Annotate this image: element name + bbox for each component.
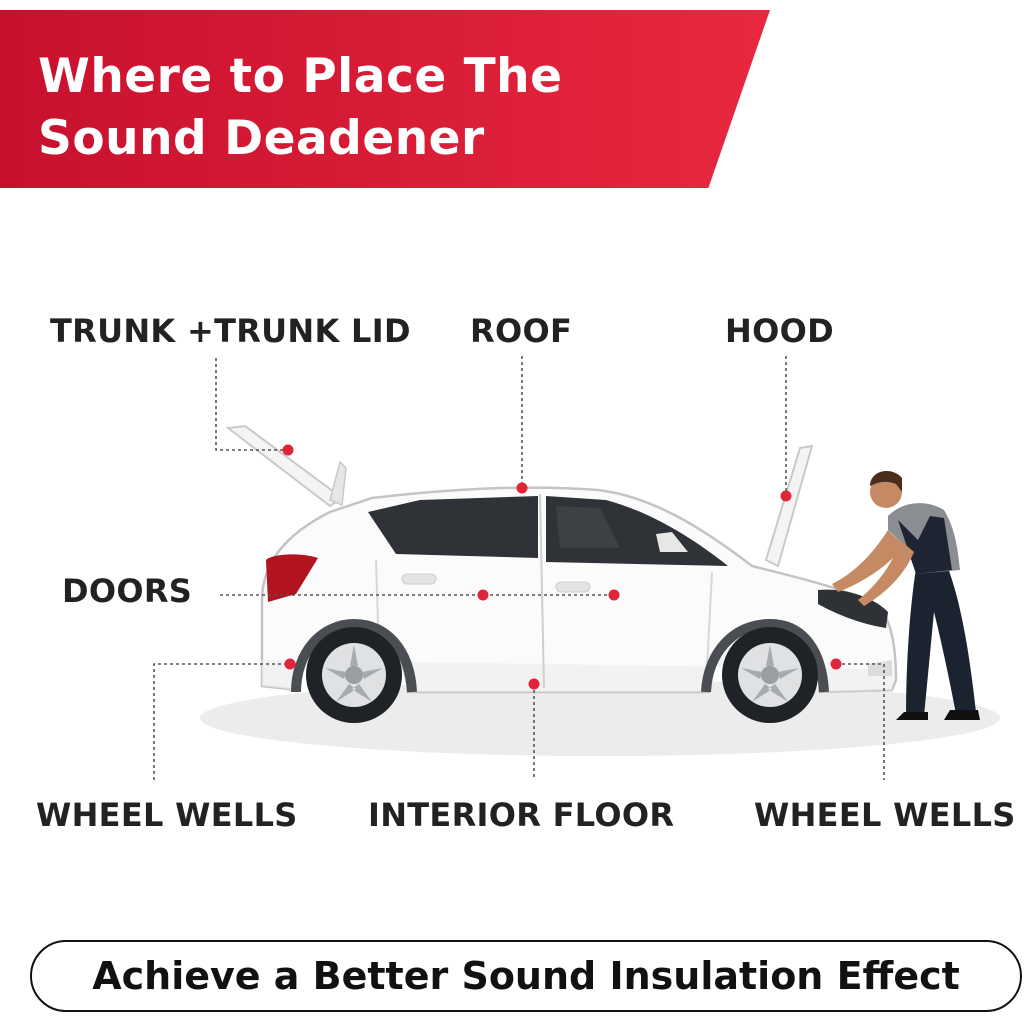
label-wheel-wells-front: WHEEL WELLS (754, 796, 1016, 834)
title-line-1: Where to Place The (38, 49, 563, 104)
leader-lines (153, 356, 885, 780)
window-glare (556, 506, 620, 548)
tail-light (266, 554, 318, 602)
marker-roof (516, 482, 528, 494)
label-hood: HOOD (725, 312, 834, 350)
header-banner (0, 10, 770, 188)
leader-trunk (215, 358, 288, 451)
label-wheel-wells-rear: WHEEL WELLS (36, 796, 298, 834)
front-wheel (722, 627, 818, 723)
title-line-2: Sound Deadener (38, 111, 485, 166)
front-door-handle (555, 581, 591, 593)
front-wheel-arch (701, 618, 829, 693)
marker-trunk (282, 444, 294, 456)
marker-front-door (608, 589, 620, 601)
marker-rear-door (477, 589, 489, 601)
headlight (818, 589, 888, 628)
trunk-strut (329, 460, 347, 507)
rear-wheel-arch (291, 618, 417, 693)
rear-window (368, 496, 538, 558)
marker-hood (780, 490, 792, 502)
tagline-pill: Achieve a Better Sound Insulation Effect (30, 940, 1022, 1012)
marker-wheel-well-front (830, 658, 842, 670)
trunk-lid (225, 424, 344, 508)
marker-interior-floor (528, 678, 540, 690)
rear-door-handle (401, 573, 437, 585)
side-mirror (656, 532, 688, 552)
label-trunk: TRUNK +TRUNK LID (50, 312, 411, 350)
label-doors: DOORS (62, 572, 193, 610)
label-roof: ROOF (470, 312, 573, 350)
rear-wheel (306, 627, 402, 723)
page-title: Where to Place The Sound Deadener (38, 46, 563, 170)
tagline-text: Achieve a Better Sound Insulation Effect (92, 954, 960, 998)
leader-wheel-wells-front (836, 663, 885, 780)
label-interior-floor: INTERIOR FLOOR (368, 796, 675, 834)
marker-dots (282, 444, 842, 690)
door-seam-center (539, 493, 545, 689)
leader-wheel-wells-rear (153, 663, 290, 780)
mechanic-figure (832, 471, 980, 720)
hood-panel (764, 444, 814, 568)
marker-wheel-well-rear (284, 658, 296, 670)
